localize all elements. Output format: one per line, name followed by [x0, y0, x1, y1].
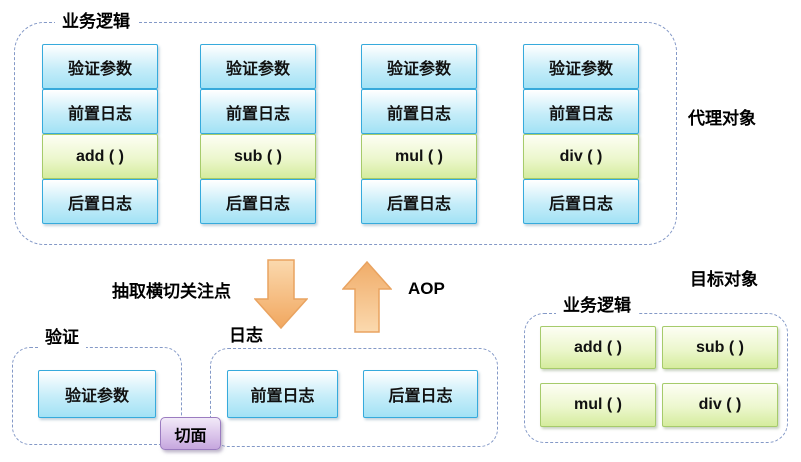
log-container: [210, 348, 498, 447]
proxy-object-label: 代理对象: [688, 109, 756, 128]
target-container: [524, 313, 788, 443]
target-object-label: 目标对象: [690, 270, 758, 289]
validation-label: 验证: [38, 328, 86, 348]
proxy-cell-validate-params: 验证参数: [200, 44, 316, 89]
target-sub-method-box: sub ( ): [662, 326, 778, 369]
log-label: 日志: [222, 326, 270, 346]
proxy-column-add: 验证参数 前置日志 add ( ) 后置日志: [42, 44, 158, 224]
proxy-cell-validate-params: 验证参数: [523, 44, 639, 89]
proxy-cell-validate-params: 验证参数: [361, 44, 477, 89]
aop-label: AOP: [408, 279, 445, 298]
proxy-cell-post-log: 后置日志: [200, 179, 316, 224]
target-business-logic-label: 业务逻辑: [556, 296, 638, 316]
proxy-business-logic-label: 业务逻辑: [55, 12, 137, 32]
validation-container: [12, 347, 182, 445]
proxy-cell-pre-log: 前置日志: [42, 89, 158, 134]
extract-crosscut-label: 抽取横切关注点: [112, 282, 231, 301]
aspect-box: 切面: [160, 417, 221, 450]
proxy-cell-sub-method: sub ( ): [200, 134, 316, 179]
proxy-cell-post-log: 后置日志: [361, 179, 477, 224]
proxy-cell-div-method: div ( ): [523, 134, 639, 179]
extract-arrow-down-icon: [254, 259, 308, 329]
proxy-container: [14, 22, 677, 245]
proxy-column-mul: 验证参数 前置日志 mul ( ) 后置日志: [361, 44, 477, 224]
proxy-column-sub: 验证参数 前置日志 sub ( ) 后置日志: [200, 44, 316, 224]
proxy-cell-post-log: 后置日志: [523, 179, 639, 224]
proxy-cell-add-method: add ( ): [42, 134, 158, 179]
target-add-method-box: add ( ): [540, 326, 656, 369]
proxy-cell-validate-params: 验证参数: [42, 44, 158, 89]
target-div-method-box: div ( ): [662, 383, 778, 427]
aop-arrow-up-icon: [342, 261, 392, 333]
post-log-box: 后置日志: [363, 370, 478, 418]
proxy-column-div: 验证参数 前置日志 div ( ) 后置日志: [523, 44, 639, 224]
proxy-cell-pre-log: 前置日志: [200, 89, 316, 134]
proxy-cell-post-log: 后置日志: [42, 179, 158, 224]
proxy-cell-mul-method: mul ( ): [361, 134, 477, 179]
proxy-cell-pre-log: 前置日志: [523, 89, 639, 134]
target-mul-method-box: mul ( ): [540, 383, 656, 427]
validation-params-box: 验证参数: [38, 370, 156, 418]
proxy-cell-pre-log: 前置日志: [361, 89, 477, 134]
pre-log-box: 前置日志: [227, 370, 338, 418]
